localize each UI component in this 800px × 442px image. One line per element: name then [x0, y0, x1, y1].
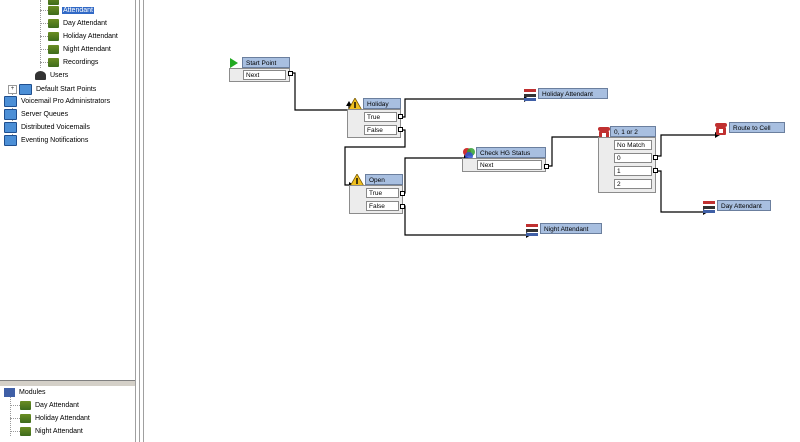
- node-title: Holiday Attendant: [538, 88, 608, 99]
- node-title: Night Attendant: [540, 223, 602, 234]
- tree-item-voicemail-pro-administrators[interactable]: Voicemail Pro Administrators: [4, 96, 111, 107]
- call-flow-canvas[interactable]: Start Point Next Holiday True False Holi…: [149, 0, 800, 442]
- module-icon: [48, 58, 59, 67]
- tree-item-default-start-points[interactable]: +Default Start Points: [8, 84, 97, 95]
- goto-icon: [524, 89, 536, 101]
- node-title: 0, 1 or 2: [610, 126, 656, 137]
- modules-item-day-attendant[interactable]: Day Attendant: [20, 400, 80, 411]
- modules-root[interactable]: Modules: [4, 387, 46, 398]
- exit-false[interactable]: False: [364, 125, 397, 135]
- module-icon: [20, 401, 31, 410]
- exit-1[interactable]: 1: [614, 166, 652, 176]
- connector: [546, 136, 600, 167]
- exit-port[interactable]: [653, 155, 658, 160]
- start-icon: [230, 58, 238, 68]
- exit-no-match[interactable]: No Match: [614, 140, 652, 150]
- node-title: Holiday: [363, 98, 401, 109]
- folder-icon: [19, 84, 32, 95]
- node-title: Day Attendant: [717, 200, 771, 211]
- folder-icon: [4, 135, 17, 146]
- exit-port[interactable]: [288, 71, 293, 76]
- expand-icon[interactable]: +: [8, 85, 17, 94]
- connector: [402, 205, 526, 236]
- connector: [655, 170, 703, 213]
- exit-next[interactable]: Next: [477, 160, 542, 170]
- warning-icon: [349, 174, 365, 188]
- folder-icon: [4, 109, 17, 120]
- exit-port[interactable]: [398, 127, 403, 132]
- module-icon: [48, 6, 59, 15]
- tree-item-day-attendant[interactable]: Day Attendant: [48, 18, 108, 29]
- module-icon: [48, 45, 59, 54]
- tree-item-users[interactable]: Users: [35, 70, 69, 81]
- node-title: Route to Cell: [729, 122, 785, 133]
- users-icon: [35, 71, 46, 80]
- goto-icon: [703, 201, 715, 213]
- module-icon: [48, 32, 59, 41]
- tree-item-attendant[interactable]: Attendant: [48, 5, 94, 16]
- tree-item-server-queues[interactable]: Server Queues: [4, 109, 69, 120]
- modules-item-holiday-attendant[interactable]: Holiday Attendant: [20, 413, 91, 424]
- exit-true[interactable]: True: [364, 112, 397, 122]
- tree-item-night-attendant[interactable]: Night Attendant: [48, 44, 112, 55]
- node-title: Open: [365, 174, 403, 185]
- exit-port[interactable]: [653, 168, 658, 173]
- exit-false[interactable]: False: [366, 201, 399, 211]
- tree-item-eventing-notifications[interactable]: Eventing Notifications: [4, 135, 89, 146]
- goto-icon: [526, 224, 538, 236]
- connector: [402, 157, 464, 194]
- node-title: Check HG Status: [476, 147, 546, 158]
- connector: [655, 134, 715, 157]
- module-icon: [48, 0, 59, 5]
- module-icon: [20, 414, 31, 423]
- exit-next[interactable]: Next: [243, 70, 286, 80]
- exit-port[interactable]: [398, 114, 403, 119]
- vertical-splitter[interactable]: [135, 0, 149, 442]
- tree-item-distributed-voicemails[interactable]: Distributed Voicemails: [4, 122, 91, 133]
- node-title: Start Point: [242, 57, 290, 68]
- tree-item[interactable]: [48, 0, 64, 6]
- tree-item-holiday-attendant[interactable]: Holiday Attendant: [48, 31, 119, 42]
- modules-pane[interactable]: Modules Day Attendant Holiday Attendant …: [0, 386, 135, 442]
- transfer-icon: [715, 123, 727, 135]
- connector: [400, 98, 524, 118]
- exit-2[interactable]: 2: [614, 179, 652, 189]
- module-icon: [48, 19, 59, 28]
- exit-port[interactable]: [400, 204, 405, 209]
- connector: [344, 129, 406, 186]
- exit-true[interactable]: True: [366, 188, 399, 198]
- modules-icon: [4, 388, 15, 397]
- tree-item-recordings[interactable]: Recordings: [48, 57, 99, 68]
- warning-icon: [347, 98, 363, 112]
- modules-item-night-attendant[interactable]: Night Attendant: [20, 426, 84, 437]
- exit-port[interactable]: [544, 164, 549, 169]
- exit-0[interactable]: 0: [614, 153, 652, 163]
- navigation-tree[interactable]: Attendant Day Attendant Holiday Attendan…: [0, 0, 135, 380]
- folder-icon: [4, 122, 17, 133]
- exit-port[interactable]: [400, 191, 405, 196]
- connector: [290, 72, 350, 111]
- module-icon: [20, 427, 31, 436]
- folder-icon: [4, 96, 17, 107]
